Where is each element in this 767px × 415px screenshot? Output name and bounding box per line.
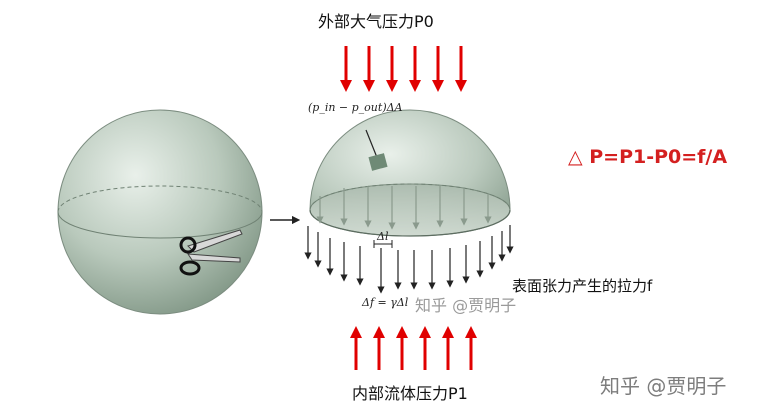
surface-element-patch <box>365 129 388 171</box>
internal-pressure-label: 内部流体压力P1 <box>352 384 468 403</box>
delta-l-span <box>373 240 393 248</box>
delta-l-annotation: Δl <box>377 230 389 243</box>
surface-tension-label: 表面张力产生的拉力f <box>512 277 653 295</box>
pressure-term-annotation: (p_in − p_out)ΔA <box>308 101 403 114</box>
internal-fluid-pressure-arrows <box>350 326 477 370</box>
delta-f-annotation: Δf = γΔl <box>362 296 409 309</box>
scissors-icon <box>179 229 243 276</box>
pressure-formula: △ P=P1-P0=f/A <box>568 146 728 168</box>
internal-pressure-arrows <box>316 186 492 230</box>
surface-tension-arrows <box>304 225 514 294</box>
external-pressure-label: 外部大气压力P0 <box>318 12 434 31</box>
watermark-center: 知乎 @贾明子 <box>415 296 517 315</box>
external-pressure-arrows <box>340 46 467 92</box>
watermark-corner: 知乎 @贾明子 <box>600 374 727 398</box>
full-sphere <box>57 109 263 315</box>
hemisphere <box>309 109 511 237</box>
